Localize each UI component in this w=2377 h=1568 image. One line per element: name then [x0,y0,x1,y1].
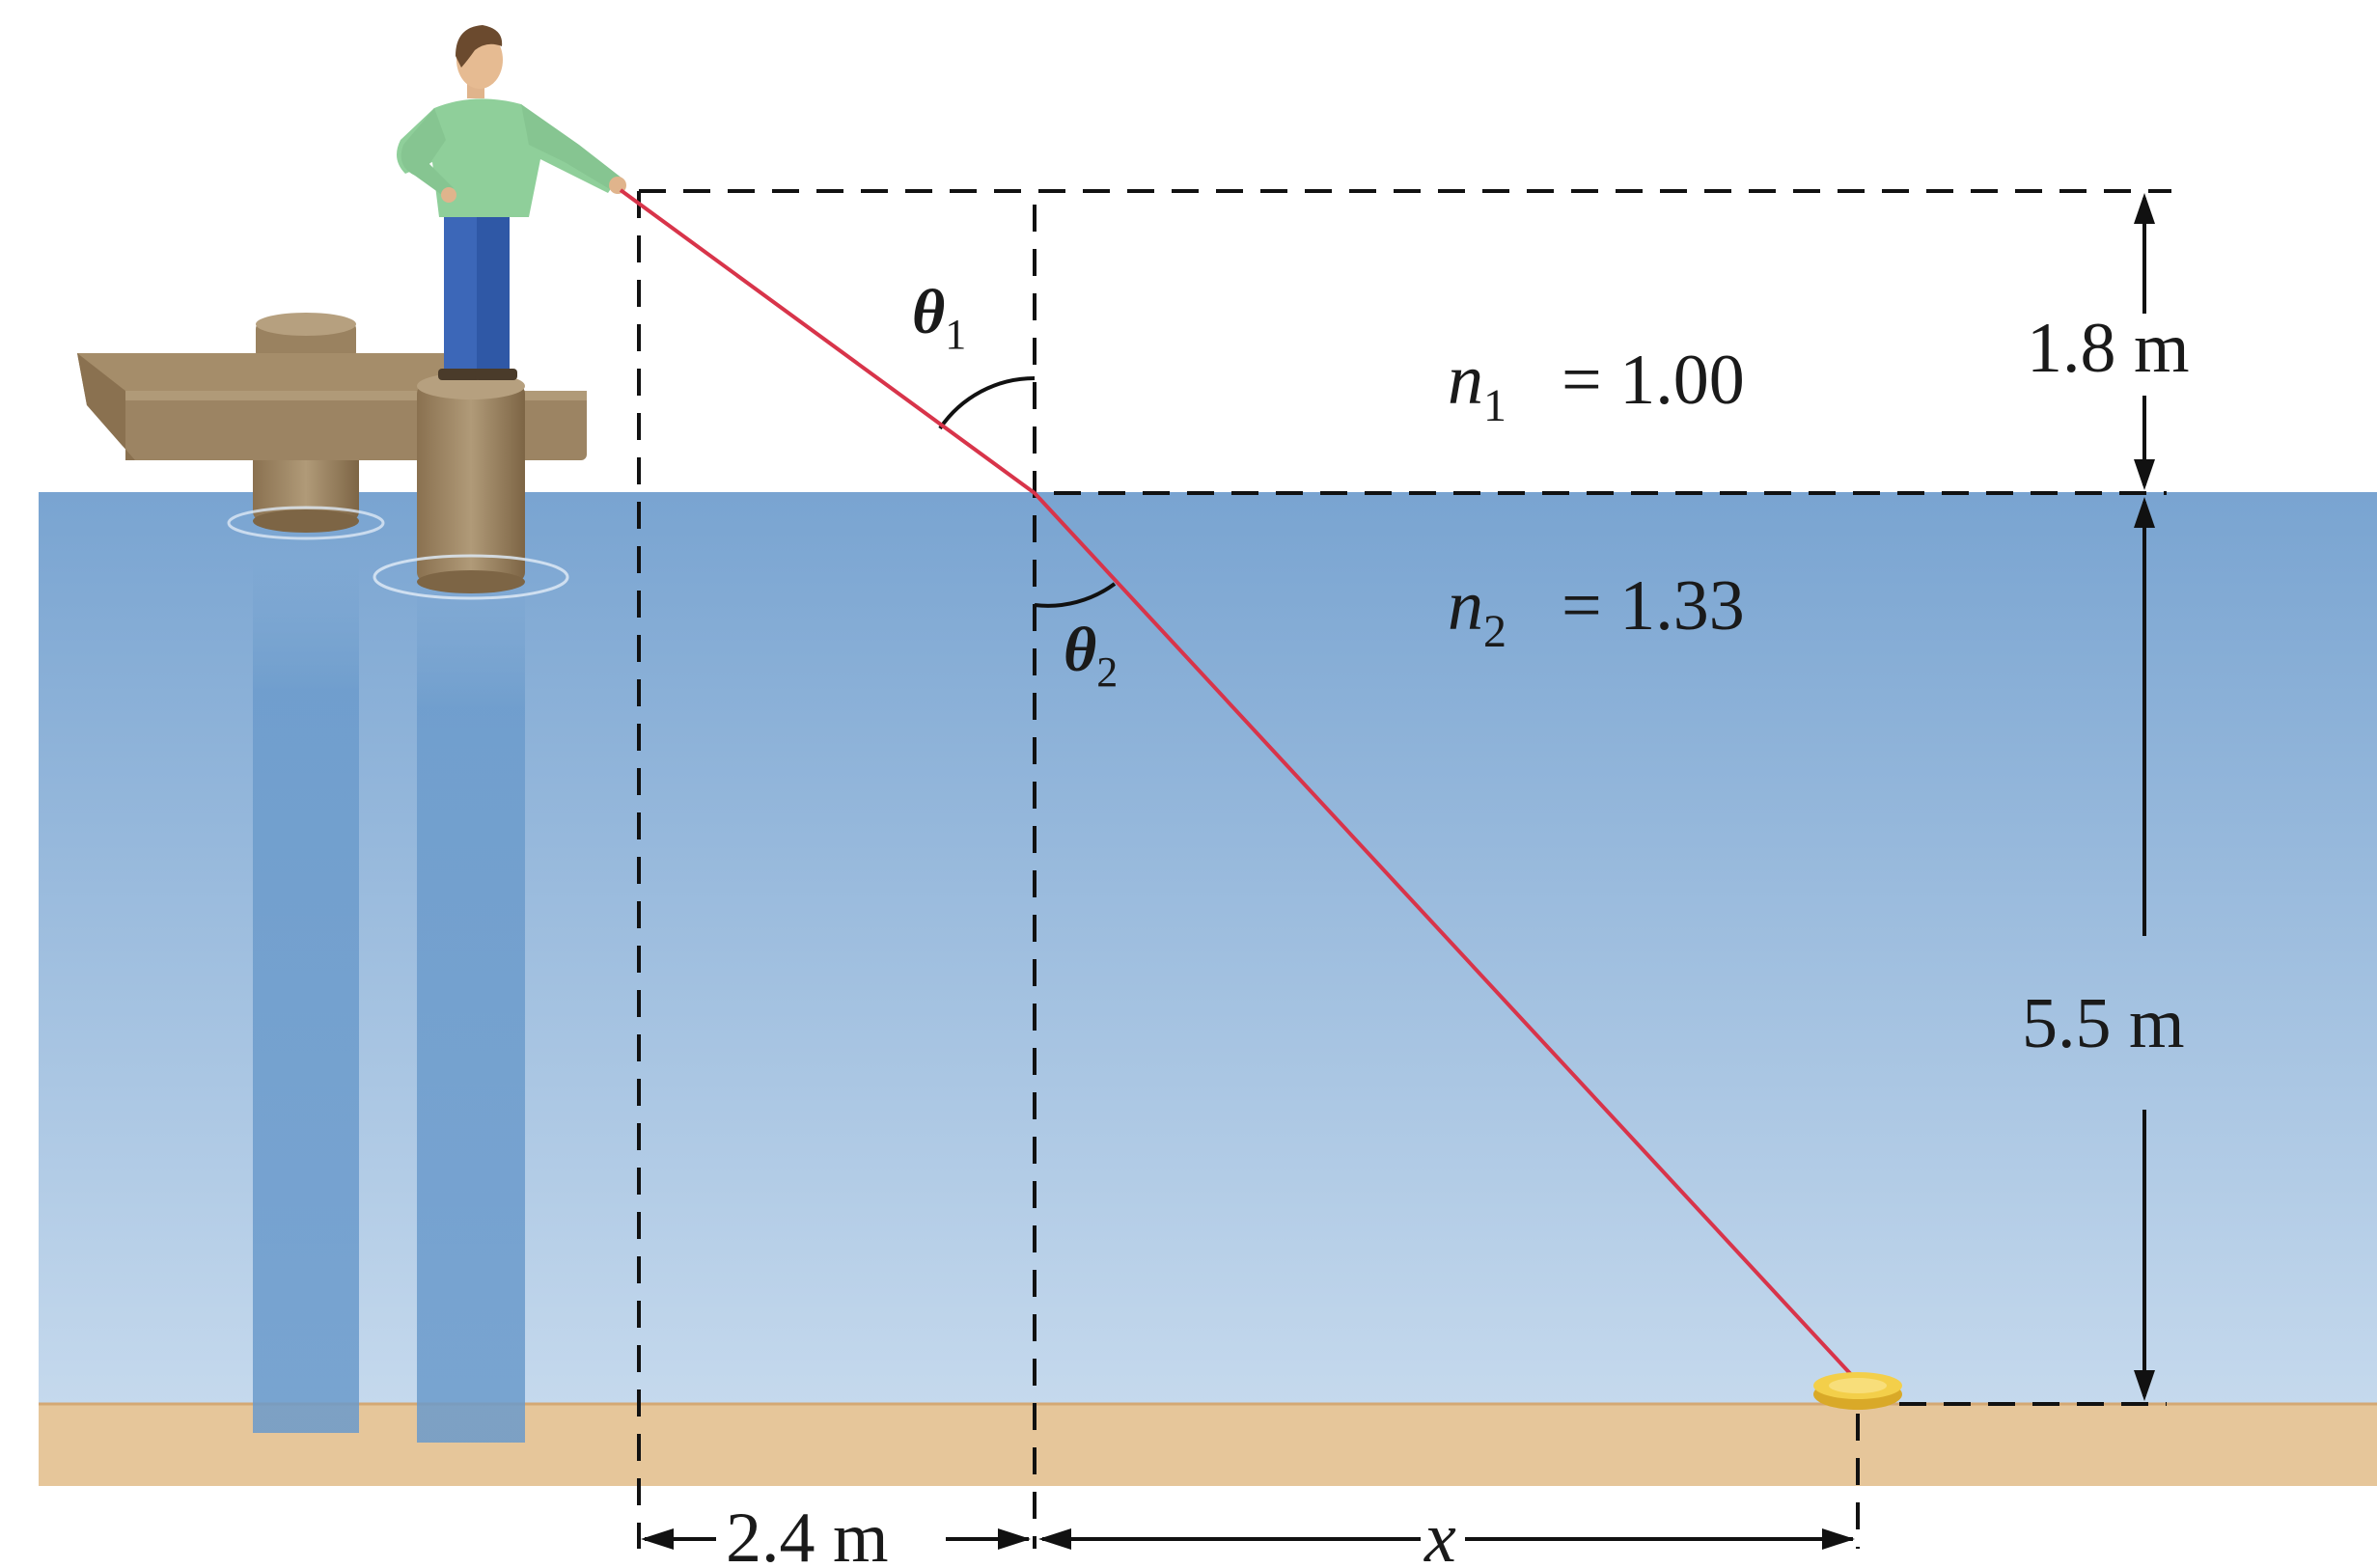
person-figure [397,25,626,380]
construction-lines [637,189,2171,1549]
coin [1813,1372,1902,1410]
pile-underwater-left [253,560,359,1433]
horizontal-right-label: x [1423,1499,1456,1568]
height-above-label: 1.8 m [2027,309,2190,388]
theta2-label: θ2 [1064,615,1118,696]
n1-label: n1 [1448,341,1506,431]
theta1-arc [938,375,1036,430]
pile-underwater-right [417,579,525,1443]
n1-value: = 1.00 [1562,341,1745,420]
depth-dimension [2134,497,2155,1401]
depth-label: 5.5 m [2022,984,2185,1063]
dock [77,313,587,600]
light-ray [619,188,1860,1384]
n2-value: = 1.33 [1562,566,1745,646]
sand-bottom [39,1404,2377,1486]
n2-label: n2 [1448,566,1506,657]
water [39,492,2377,1404]
height-dimension [2134,193,2155,490]
theta1-label: θ1 [912,277,966,358]
horizontal-dimension-left [641,1528,1031,1550]
horizontal-left-label: 2.4 m [726,1499,889,1568]
horizontal-dimension-right [1038,1528,1855,1550]
theta2-arc [1034,582,1117,608]
